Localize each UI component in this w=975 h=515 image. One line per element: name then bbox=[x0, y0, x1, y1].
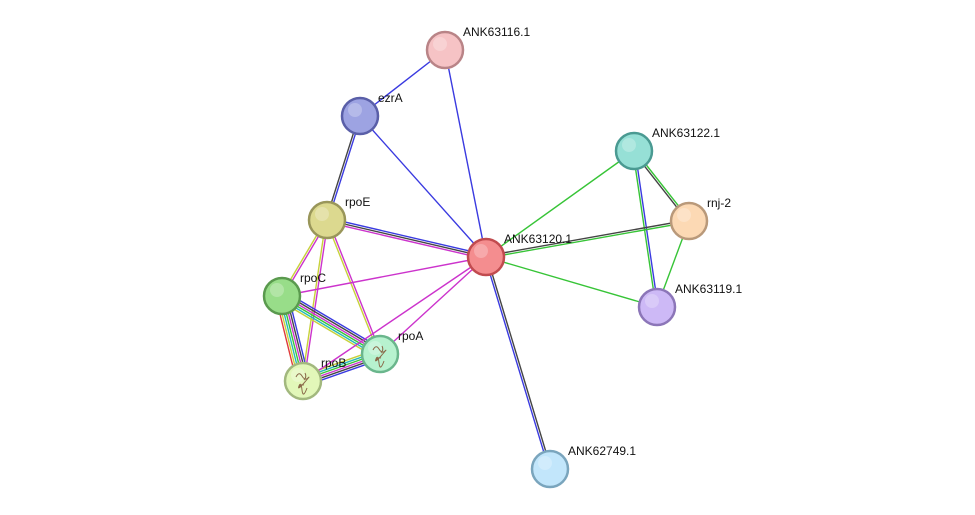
edge-rpoe-rpob bbox=[301, 219, 329, 382]
edge-rpob-ank63120-1 bbox=[302, 256, 487, 382]
node-rpoc[interactable]: rpoC bbox=[262, 271, 326, 316]
edge-line bbox=[303, 220, 329, 382]
edge-ezra-ank63120-1 bbox=[359, 115, 487, 258]
edge-line bbox=[327, 217, 487, 256]
edge-line bbox=[301, 219, 327, 381]
node-circle[interactable] bbox=[340, 96, 380, 136]
node-label: ANK63119.1 bbox=[675, 282, 742, 296]
edge-line bbox=[379, 256, 487, 355]
node-circle[interactable] bbox=[262, 276, 302, 316]
node-ank63122-1[interactable]: ANK63122.1 bbox=[614, 126, 720, 171]
edge-line bbox=[281, 256, 487, 297]
edge-rnj-2-ank63120-1 bbox=[485, 219, 690, 259]
node-highlight bbox=[433, 37, 447, 51]
edge-ank63122-1-ank63120-1 bbox=[485, 150, 635, 258]
node-rpoa[interactable]: rpoA bbox=[360, 329, 423, 374]
node-label: rpoB bbox=[321, 356, 346, 370]
node-highlight bbox=[538, 456, 552, 470]
edge-line bbox=[302, 256, 487, 382]
edge-line bbox=[359, 115, 487, 258]
edge-rpoe-rpoa bbox=[325, 219, 382, 355]
node-highlight bbox=[474, 244, 488, 258]
node-highlight bbox=[622, 138, 636, 152]
node-highlight bbox=[291, 368, 305, 382]
edge-ank62749-1-ank63120-1 bbox=[484, 256, 552, 470]
edge-rpoc-ank63120-1 bbox=[281, 256, 487, 297]
node-circle[interactable] bbox=[669, 201, 709, 241]
node-label: ANK63116.1 bbox=[463, 25, 530, 39]
node-highlight bbox=[270, 283, 284, 297]
node-ank63120-1[interactable]: ANK63120.1 bbox=[466, 232, 572, 277]
edge-line bbox=[485, 256, 658, 308]
edge-line bbox=[484, 257, 550, 470]
edge-line bbox=[632, 151, 657, 308]
edge-line bbox=[326, 219, 487, 258]
node-rnj-2[interactable]: rnj-2 bbox=[669, 196, 731, 241]
edge-ank63122-1-ank63119-1 bbox=[632, 150, 659, 308]
node-highlight bbox=[315, 207, 329, 221]
protein-structure-icon bbox=[372, 345, 387, 368]
node-rpob[interactable]: rpoB bbox=[283, 356, 346, 401]
node-circle[interactable] bbox=[530, 449, 570, 489]
node-label: ANK63122.1 bbox=[652, 126, 720, 140]
edge-line bbox=[486, 256, 552, 469]
node-rpoe[interactable]: rpoE bbox=[307, 195, 370, 240]
edge-line bbox=[486, 221, 690, 259]
node-circle[interactable] bbox=[425, 30, 465, 70]
node-highlight bbox=[368, 341, 382, 355]
edge-line bbox=[327, 219, 382, 354]
node-circle[interactable] bbox=[637, 287, 677, 327]
node-highlight bbox=[677, 208, 691, 222]
node-circle[interactable] bbox=[360, 334, 400, 374]
edge-rpoe-ank63120-1 bbox=[326, 217, 487, 260]
edge-line bbox=[325, 220, 380, 355]
node-ank62749-1[interactable]: ANK62749.1 bbox=[530, 444, 636, 489]
node-circle[interactable] bbox=[466, 237, 506, 277]
node-ezra[interactable]: ezrA bbox=[340, 91, 403, 136]
node-label: rnj-2 bbox=[707, 196, 731, 210]
node-label: rpoA bbox=[398, 329, 423, 343]
nodes-layer: ANK63116.1 ezrA ANK63122.1 rnj-2 rpoE ANK6312… bbox=[262, 25, 742, 489]
edge-rpoa-ank63120-1 bbox=[379, 256, 487, 355]
node-circle[interactable] bbox=[283, 361, 323, 401]
node-label: ezrA bbox=[378, 91, 403, 105]
node-label: rpoE bbox=[345, 195, 370, 209]
edge-line bbox=[278, 299, 378, 360]
edge-line bbox=[485, 219, 689, 257]
edge-line bbox=[634, 150, 659, 307]
edge-ank63116-1-ank63120-1 bbox=[444, 49, 487, 258]
node-label: ANK62749.1 bbox=[568, 444, 636, 458]
node-highlight bbox=[645, 294, 659, 308]
edge-line bbox=[284, 290, 384, 351]
edge-line bbox=[326, 221, 486, 260]
edge-line bbox=[485, 150, 635, 258]
protein-structure-icon bbox=[295, 372, 310, 395]
node-highlight bbox=[348, 103, 362, 117]
node-ank63119-1[interactable]: ANK63119.1 bbox=[637, 282, 742, 327]
node-circle[interactable] bbox=[307, 200, 347, 240]
node-label: ANK63120.1 bbox=[504, 232, 572, 246]
edge-line bbox=[444, 49, 487, 258]
edge-ank63119-1-ank63120-1 bbox=[485, 256, 658, 308]
node-ank63116-1[interactable]: ANK63116.1 bbox=[425, 25, 530, 70]
node-label: rpoC bbox=[300, 271, 326, 285]
node-circle[interactable] bbox=[614, 131, 654, 171]
